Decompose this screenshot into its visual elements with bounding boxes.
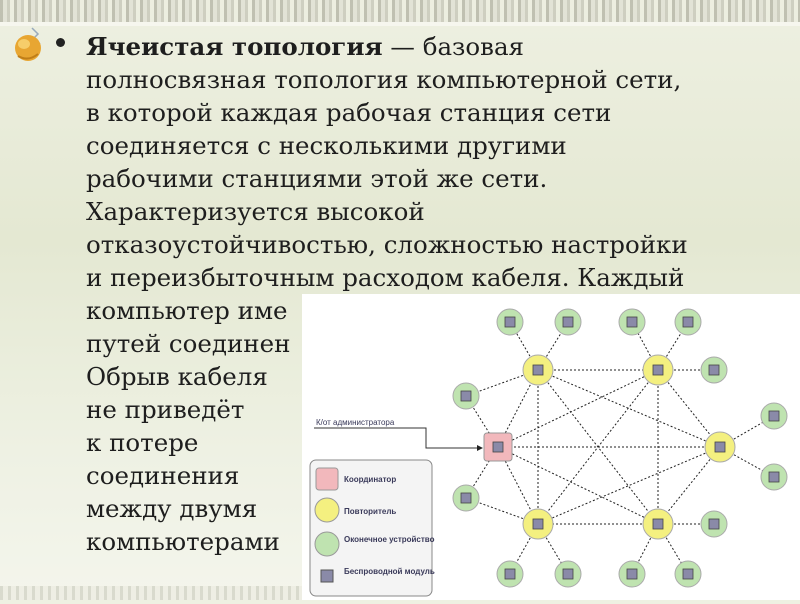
wireless-module-icon	[492, 441, 504, 453]
legend-end-device: Оконечное устройство	[344, 535, 435, 544]
body-continued: компьютер име путей соединен Обрыв кабел…	[86, 296, 291, 556]
legend-coordinator-swatch	[315, 467, 339, 491]
wireless-module-icon	[460, 390, 472, 402]
wireless-module-icon	[768, 410, 780, 422]
bullet-dot	[56, 38, 65, 47]
slide-text: Ячеистая топология — базовая полносвязна…	[86, 30, 786, 294]
body-paragraph: полносвязная топология компьютерной сети…	[86, 65, 688, 292]
top-decorative-border	[0, 0, 800, 22]
wireless-module-icon	[682, 316, 694, 328]
mesh-link	[497, 446, 659, 525]
wireless-module-icon	[504, 316, 516, 328]
mesh-link	[537, 369, 721, 448]
mesh-diagram-svg: К/от администратора Координатор Повторит…	[309, 308, 788, 597]
term-heading: Ячеистая топология	[86, 32, 383, 61]
legend-module-swatch	[320, 569, 334, 583]
wireless-module-icon	[626, 316, 638, 328]
legend-coordinator: Координатор	[344, 475, 396, 484]
wireless-module-icon	[562, 316, 574, 328]
wireless-module-icon	[768, 471, 780, 483]
legend-repeater: Повторитель	[344, 507, 396, 516]
mesh-link	[497, 369, 659, 448]
wireless-module-icon	[562, 568, 574, 580]
paperclip-bullet-icon	[15, 27, 41, 61]
wireless-module-icon	[504, 568, 516, 580]
wireless-module-icon	[682, 568, 694, 580]
mesh-link	[537, 446, 721, 525]
wireless-module-icon	[652, 518, 664, 530]
top-ribbon	[0, 22, 800, 26]
mesh-link	[657, 369, 721, 448]
wireless-module-icon	[652, 364, 664, 376]
wireless-module-icon	[714, 441, 726, 453]
term-dash: —	[382, 32, 423, 61]
admin-label: К/от администратора	[316, 418, 395, 427]
wireless-module-icon	[708, 518, 720, 530]
legend-end-device-swatch	[314, 531, 340, 557]
wireless-module-icon	[626, 568, 638, 580]
wireless-module-icon	[532, 518, 544, 530]
legend-box	[309, 459, 433, 597]
mesh-topology-diagram: К/от администратора Координатор Повторит…	[302, 294, 800, 600]
body-first-line: базовая	[422, 32, 525, 61]
wireless-module-icon	[708, 364, 720, 376]
wireless-module-icon	[532, 364, 544, 376]
wireless-module-icon	[460, 492, 472, 504]
legend-repeater-swatch	[314, 497, 340, 523]
admin-connector	[314, 427, 483, 451]
legend-module: Беспроводной модуль	[344, 567, 435, 576]
